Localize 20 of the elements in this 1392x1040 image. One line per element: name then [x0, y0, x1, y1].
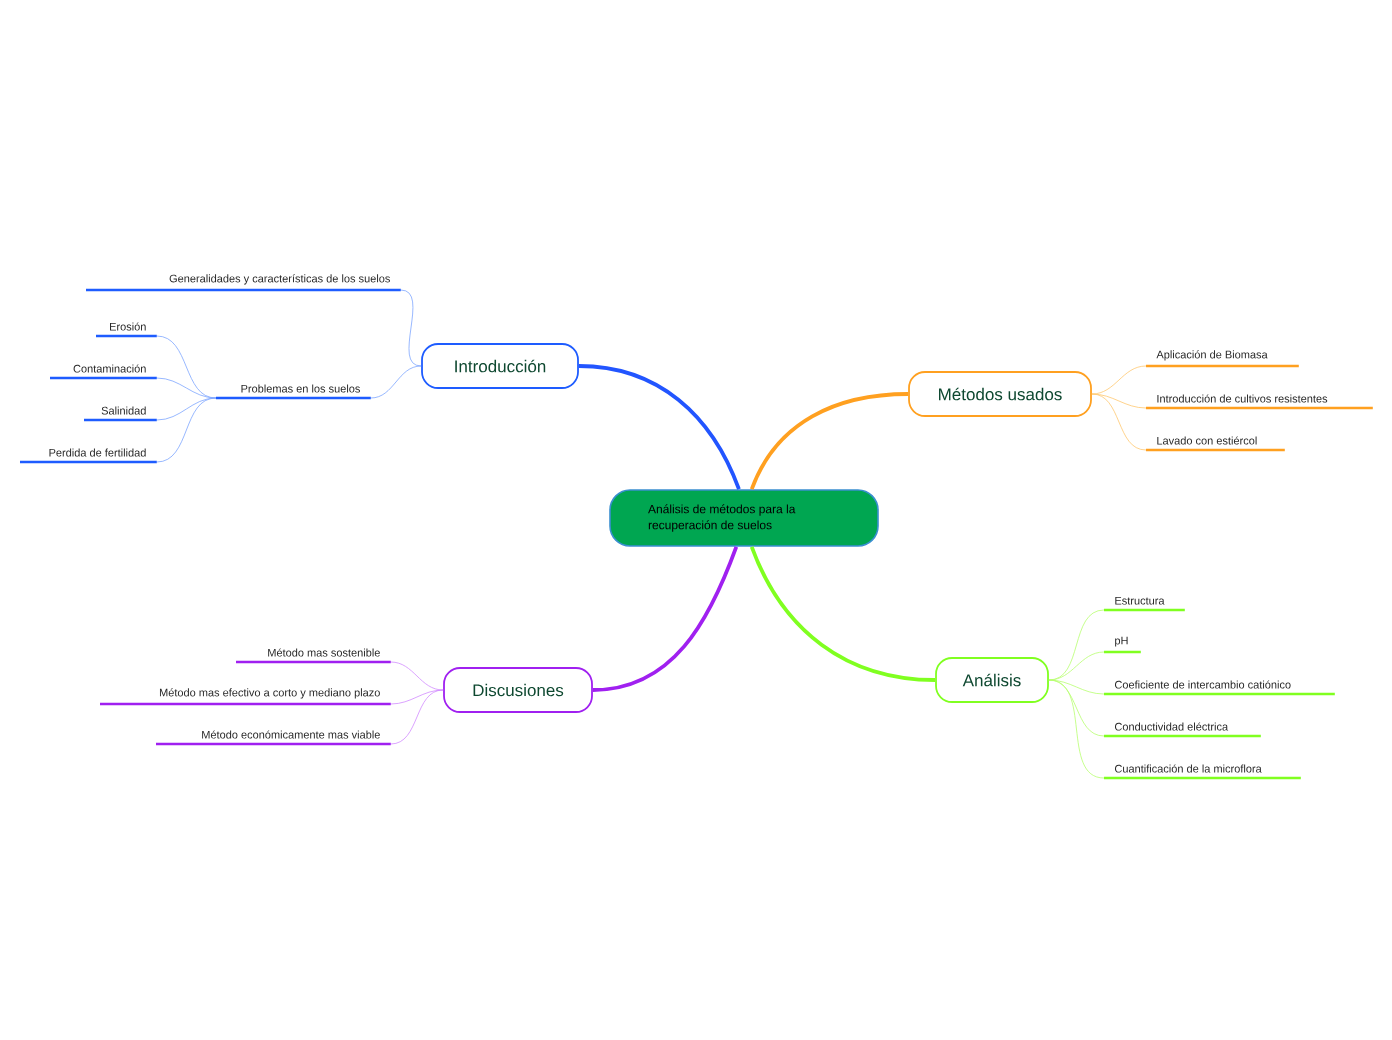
branch-line [1091, 393, 1147, 409]
branch-line [390, 689, 444, 705]
branch-line [156, 377, 217, 399]
topic-box: Introducción [421, 343, 579, 389]
branch-line [370, 365, 422, 399]
branch-line [592, 546, 739, 692]
branch-line [400, 289, 422, 367]
topic-box: Métodos usados [908, 371, 1092, 417]
branch-line [749, 546, 936, 682]
topic-box: Discusiones [443, 667, 593, 713]
topic-box: Análisis [935, 657, 1049, 703]
branch-line [1091, 365, 1147, 395]
branch-line [156, 397, 217, 463]
branch-line [390, 661, 444, 691]
branch-line [1048, 651, 1105, 681]
branch-line [1091, 393, 1147, 451]
branch-line [1048, 679, 1105, 779]
branch-line [578, 364, 741, 490]
branch-line [390, 689, 444, 745]
branch-line [750, 392, 909, 490]
